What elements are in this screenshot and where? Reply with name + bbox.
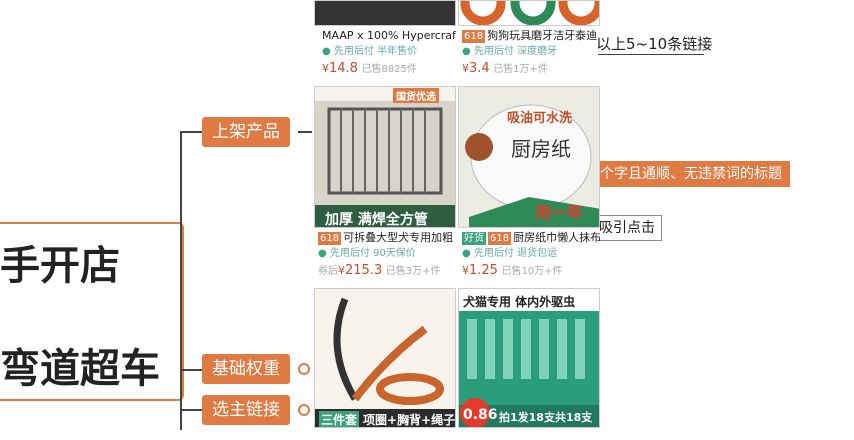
product-price: 券后¥215.3 已售3万+件 xyxy=(318,262,456,280)
image-text: 吸油可水洗 xyxy=(507,111,573,126)
price-value: 14.8 xyxy=(329,61,358,76)
image-caption: 拍1发18支共18支 xyxy=(499,411,593,424)
product-service-text: 先用后付 退货包运 xyxy=(473,248,558,259)
check-icon: ● xyxy=(322,46,334,57)
product-title: 狗狗玩具磨牙洁牙泰迪 xyxy=(487,29,598,42)
product-grid: MAAP x 100% Hypercraft轻 ● 先用后付 半年售价 ¥14.… xyxy=(312,0,600,440)
toy-rings-image xyxy=(460,1,599,25)
image-price: 0.86 xyxy=(463,407,498,423)
root-title-line1: 手开店 xyxy=(0,243,120,289)
price-prefix: 券后 xyxy=(318,266,338,277)
check-icon: ● xyxy=(462,248,474,259)
product-title: 可拆叠大型犬专用加粗 xyxy=(343,231,454,244)
check-icon: ● xyxy=(318,248,330,259)
product-price: ¥14.8 已售8825件 xyxy=(322,60,456,78)
branch-main-link[interactable]: 选主链接 xyxy=(202,395,290,425)
promo-618-badge: 618 xyxy=(488,232,512,245)
check-icon: ● xyxy=(462,46,474,57)
price-symbol: ¥ xyxy=(322,62,329,75)
note-links: 以上5~10条链接 xyxy=(596,35,713,53)
product-image: 国货优选 加厚 满焊全方管 xyxy=(314,86,456,228)
image-text: 厨房纸 xyxy=(511,137,571,161)
product-price: ¥1.25 已售10万+件 xyxy=(462,262,600,280)
note-underline xyxy=(596,54,704,55)
product-service-text: 先用后付 深度磨牙 xyxy=(473,46,558,57)
image-caption: 三件套 xyxy=(319,411,360,427)
price-symbol: ¥ xyxy=(462,264,469,277)
dewormer-image xyxy=(459,289,599,427)
price-value: 215.3 xyxy=(345,263,383,278)
product-image xyxy=(314,0,456,26)
root-node[interactable] xyxy=(0,222,184,401)
price-symbol: ¥ xyxy=(462,62,469,75)
branch-connector-3 xyxy=(180,409,202,411)
product-service-text: 先用后付 90天保价 xyxy=(329,248,416,259)
kitchen-paper-image xyxy=(459,87,599,227)
product-title: MAAP x 100% Hypercraft轻 xyxy=(322,29,456,42)
leash-set-image xyxy=(315,289,455,427)
root-title-line2: 弯道超车 xyxy=(0,346,160,392)
price-value: 1.25 xyxy=(469,263,498,278)
image-caption: 项圈+胸背+绳子 xyxy=(363,413,456,427)
product-image: 三件套 项圈+胸背+绳子 xyxy=(314,288,456,428)
price-note: 已售8825件 xyxy=(361,64,417,75)
price-value: 3.4 xyxy=(469,61,490,76)
note-attract-click[interactable]: 吸引点击 xyxy=(592,215,662,241)
product-service: ● 先用后付 半年售价 xyxy=(322,44,456,60)
note-title-rule[interactable]: 个字且通顺、无违禁词的标题 xyxy=(592,161,790,187)
price-note: 已售10万+件 xyxy=(501,266,563,277)
image-caption: 用一年 xyxy=(535,203,584,222)
price-note: 已售3万+件 xyxy=(385,266,441,277)
product-service: ● 先用后付 深度磨牙 xyxy=(462,44,600,60)
collapse-dot-icon[interactable] xyxy=(298,363,310,375)
image-badge: 国货优选 xyxy=(393,88,439,103)
branch-base-weight[interactable]: 基础权重 xyxy=(202,354,290,384)
product-image: 犬猫专用 体内外驱虫 0.86 拍1发18支共18支 xyxy=(458,288,600,428)
branch-upload-products[interactable]: 上架产品 xyxy=(202,117,290,147)
product-service: ● 先用后付 退货包运 xyxy=(462,246,600,262)
good-item-badge: 好货 xyxy=(462,232,486,245)
product-title: 厨房纸巾懒人抹布 xyxy=(513,231,600,244)
promo-618-badge: 618 xyxy=(462,30,486,43)
collapse-dot-icon[interactable] xyxy=(298,404,310,416)
branch-trunk xyxy=(180,131,182,430)
price-symbol: ¥ xyxy=(338,264,345,277)
branch-connector-2 xyxy=(180,369,202,371)
branch-connector-1 xyxy=(180,131,202,133)
branch-out-line-1 xyxy=(298,131,314,133)
dog-cage-image xyxy=(315,87,455,227)
image-title: 犬猫专用 体内外驱虫 xyxy=(463,295,576,309)
price-note: 已售1万+件 xyxy=(493,64,548,75)
product-image: 吸油可水洗 厨房纸 用一年 xyxy=(458,86,600,228)
product-image xyxy=(458,0,600,26)
promo-618-badge: 618 xyxy=(318,232,342,245)
image-caption: 加厚 满焊全方管 xyxy=(325,212,428,228)
product-price: ¥3.4 已售1万+件 xyxy=(462,60,600,78)
product-service: ● 先用后付 90天保价 xyxy=(318,246,456,262)
product-service-text: 先用后付 半年售价 xyxy=(333,46,418,57)
